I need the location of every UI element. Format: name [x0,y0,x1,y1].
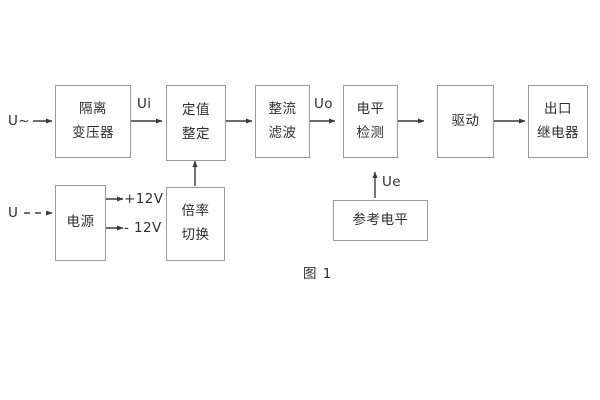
block-setting-value: 定值 整定 [166,85,226,161]
block-output-relay-line1: 出口 [544,100,572,117]
label-ue: Ue [382,174,401,190]
label-ui: Ui [137,96,152,112]
block-level-detect-line2: 检测 [356,124,385,141]
block-reference-level: 参考电平 [333,200,428,241]
block-isolation-transformer-line1: 隔离 [79,100,107,117]
block-setting-value-line2: 整定 [182,126,210,142]
label-input-dc: U [8,205,19,221]
block-level-detect-line1: 电平 [356,100,385,117]
block-power-supply-line1: 电源 [66,214,95,231]
figure-caption: 图 1 [303,266,333,282]
block-output-relay: 出口 继电器 [528,85,588,158]
block-multiplier-switch-line1: 倍率 [181,203,210,220]
block-multiplier-switch-line2: 切换 [181,227,210,243]
block-drive-line1: 驱动 [451,112,480,129]
block-power-supply: 电源 [55,185,106,261]
block-level-detect: 电平 检测 [343,85,398,158]
block-rectify-filter: 整流 滤波 [255,85,310,158]
block-isolation-transformer: 隔离 变压器 [55,85,131,158]
block-output-relay-line2: 继电器 [537,124,579,141]
label-rail-positive: +12V [124,191,164,207]
block-isolation-transformer-line2: 变压器 [72,124,114,141]
label-input-ac: U~ [8,113,30,129]
block-rectify-filter-line1: 整流 [268,100,297,117]
block-setting-value-line1: 定值 [182,102,210,119]
label-rail-negative: - 12V [124,220,162,236]
block-multiplier-switch: 倍率 切换 [166,187,225,261]
block-reference-level-line1: 参考电平 [352,211,409,228]
block-rectify-filter-line2: 滤波 [268,124,297,141]
label-uo: Uo [314,96,333,112]
block-drive: 驱动 [437,85,494,158]
